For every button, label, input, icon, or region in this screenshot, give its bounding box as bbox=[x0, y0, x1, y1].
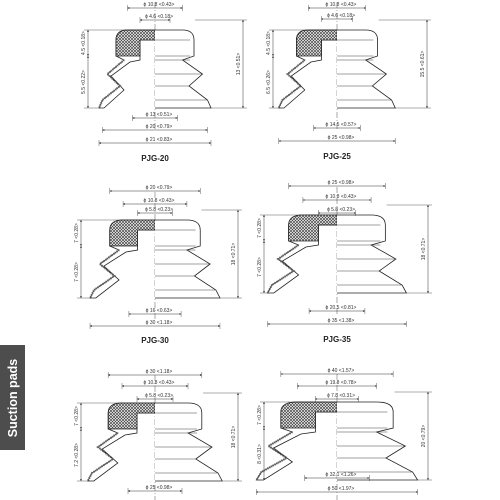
pad-drawing-1: ϕ 10.8 <0.43> ϕ 4.6 <0.18> ϕ 13 <0.51> ϕ 20… bbox=[81, 2, 247, 146]
model-label: PJG-30 bbox=[141, 336, 169, 345]
bellows-section bbox=[277, 59, 306, 109]
section-mesh bbox=[115, 29, 156, 57]
left-dim-1-text: 4.5 <0.18> bbox=[81, 31, 87, 55]
top-dim-2-text: ϕ 10.8 <0.43> bbox=[144, 2, 175, 8]
right-dim-text: 15.5 <0.61> bbox=[420, 51, 426, 78]
bellows-section bbox=[255, 431, 293, 481]
exterior-outline bbox=[337, 401, 419, 481]
left-dim-2-text: 6.5 <0.26> bbox=[266, 70, 272, 94]
section-mesh bbox=[280, 401, 338, 429]
bottom-dim-3-text: ϕ 21 <0.83> bbox=[146, 137, 173, 143]
pad-drawing-4: ϕ 25 <0.98> ϕ 10.8 <0.43> ϕ 5.8 <0.23> ϕ 20… bbox=[257, 180, 432, 327]
right-dim-text: 13 <0.51> bbox=[236, 53, 242, 76]
left-dim-2-text: 7 <0.28> bbox=[257, 257, 263, 277]
model-label: PJG-25 bbox=[323, 152, 351, 161]
top-dim-2-text: ϕ 10.8 <0.43> bbox=[326, 2, 357, 8]
pad-drawing-2: ϕ 10.8 <0.43> ϕ 4.6 <0.18> ϕ 14.5 <0.57> ϕ … bbox=[266, 2, 431, 144]
top-dim-3-text: ϕ 4.6 <0.18> bbox=[145, 14, 173, 20]
bottom-dim-1-text: ϕ 25 <0.98> bbox=[146, 485, 173, 491]
top-dim-1-text: ϕ 30 <1.18> bbox=[146, 369, 173, 375]
bottom-dim-1-text: ϕ 13 <0.51> bbox=[146, 112, 173, 118]
pad-drawing-5: ϕ 30 <1.18> ϕ 10.8 <0.43> ϕ 5.8 <0.23> ϕ 25… bbox=[74, 369, 242, 500]
exterior-outline bbox=[155, 29, 212, 109]
section-mesh bbox=[107, 402, 156, 430]
bellows-section bbox=[86, 432, 119, 482]
left-dim-1-text: 7 <0.28> bbox=[74, 406, 80, 426]
left-dim-2-text: 7 <0.28> bbox=[74, 262, 80, 282]
bottom-dim-1-text: ϕ 20.5 <0.81> bbox=[326, 305, 357, 311]
exterior-outline bbox=[337, 214, 408, 294]
exterior-outline bbox=[155, 219, 221, 299]
model-label: PJG-20 bbox=[141, 154, 169, 163]
exterior-outline bbox=[337, 29, 396, 109]
left-dim-1-text: 4.5 <0.18> bbox=[266, 31, 272, 55]
bottom-dim-2-text: ϕ 25 <0.98> bbox=[328, 135, 355, 141]
top-dim-2-text: ϕ 19.8 <0.78> bbox=[326, 380, 357, 386]
bottom-dim-2-text: ϕ 30 <1.18> bbox=[146, 320, 173, 326]
pad-drawing-3: ϕ 20 <0.79> ϕ 10.8 <0.43> ϕ 5.8 <0.23> ϕ 16… bbox=[74, 185, 242, 329]
section-mesh bbox=[288, 214, 338, 242]
section-mesh bbox=[296, 29, 338, 57]
bottom-dim-1-text: ϕ 14.5 <0.57> bbox=[326, 122, 357, 128]
bellows-section bbox=[89, 249, 120, 299]
left-dim-2-text: 8 <0.31> bbox=[257, 444, 263, 464]
top-dim-3-text: ϕ 4.6 <0.18> bbox=[327, 13, 355, 19]
top-dim-3-text: ϕ 7.8 <0.31> bbox=[327, 393, 355, 399]
bellows-section bbox=[97, 59, 125, 109]
bottom-dim-2-text: ϕ 35 <1.38> bbox=[328, 318, 355, 324]
left-dim-2-text: 7.2 <0.28> bbox=[74, 443, 80, 467]
left-dim-1-text: 7 <0.28> bbox=[257, 405, 263, 425]
right-dim-text: 20 <0.79> bbox=[421, 425, 427, 448]
top-dim-3-text: ϕ 5.8 <0.23> bbox=[145, 393, 173, 399]
left-dim-1-text: 7 <0.28> bbox=[257, 218, 263, 238]
left-dim-2-text: 5.5 <0.22> bbox=[81, 70, 87, 94]
right-dim-text: 18 <0.71> bbox=[421, 238, 427, 261]
model-label: PJG-35 bbox=[323, 335, 351, 344]
top-dim-1-text: ϕ 20 <0.79> bbox=[146, 185, 173, 191]
top-dim-1-text: ϕ 25 <0.98> bbox=[328, 180, 355, 186]
bottom-dim-1-text: ϕ 16 <0.63> bbox=[146, 308, 173, 314]
pad-drawing-6: ϕ 40 <1.57> ϕ 19.8 <0.78> ϕ 7.8 <0.31> ϕ 32… bbox=[255, 368, 432, 500]
top-dim-2-text: ϕ 10.8 <0.43> bbox=[326, 194, 357, 200]
section-tab: Suction pads bbox=[0, 345, 25, 450]
bottom-dim-1-text: ϕ 32.1 <1.26> bbox=[326, 472, 357, 478]
top-dim-2-text: ϕ 10.8 <0.43> bbox=[144, 380, 175, 386]
top-dim-3-text: ϕ 5.8 <0.23> bbox=[145, 207, 173, 213]
top-dim-2-text: ϕ 10.8 <0.43> bbox=[144, 198, 175, 204]
exterior-outline bbox=[155, 402, 223, 482]
left-dim-1-text: 7 <0.28> bbox=[74, 223, 80, 243]
right-dim-text: 18 <0.71> bbox=[231, 243, 237, 266]
right-dim-text: 18 <0.71> bbox=[231, 426, 237, 449]
top-dim-3-text: ϕ 5.8 <0.23> bbox=[327, 207, 355, 213]
section-mesh bbox=[109, 219, 156, 247]
bellows-section bbox=[266, 244, 300, 294]
bottom-dim-2-text: ϕ 20 <0.79> bbox=[146, 124, 173, 130]
top-dim-1-text: ϕ 40 <1.57> bbox=[328, 368, 355, 374]
bottom-dim-2-text: ϕ 50 <1.97> bbox=[328, 486, 355, 492]
